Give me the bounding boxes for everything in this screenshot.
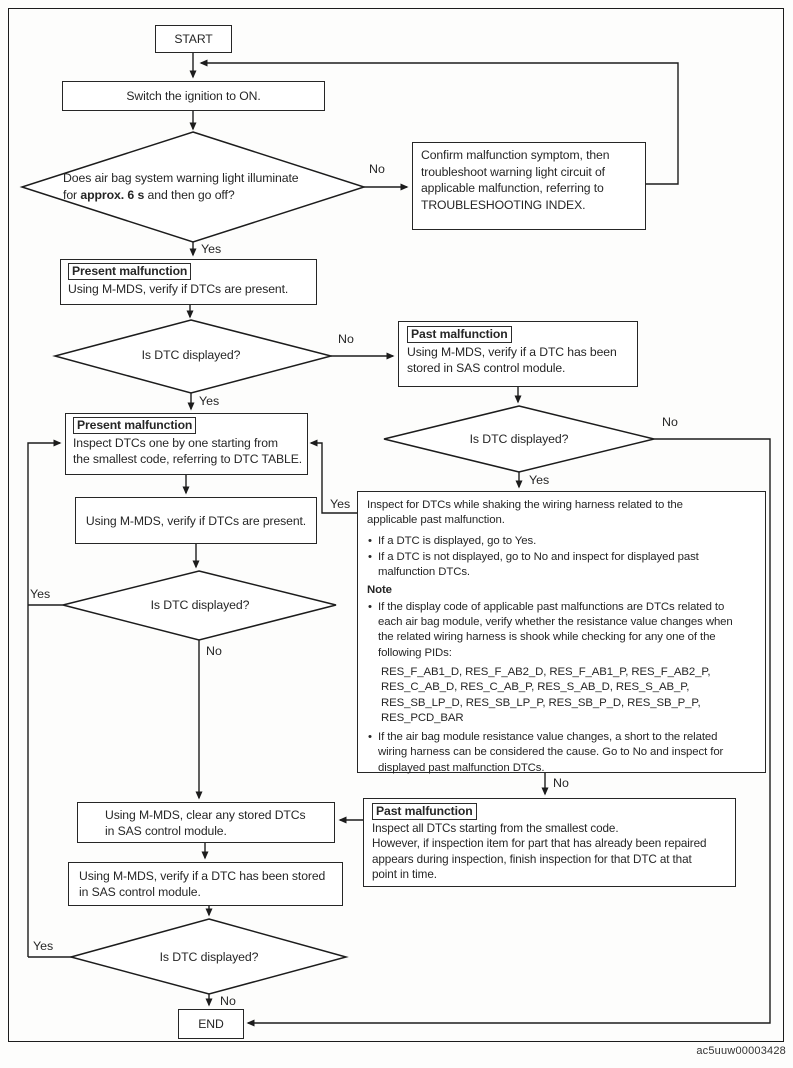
decision2-text: Is DTC displayed? (141, 348, 241, 362)
harness-note-line: If the air bag module resistance value c… (378, 731, 718, 744)
edge-label-yes: Yes (30, 587, 51, 601)
edge-confirm-feedback (199, 59, 679, 185)
warning-decision-line2: for approx. 6 s and then go off? (63, 187, 343, 204)
harness-intro-line: applicable past malfunction. (367, 514, 505, 527)
present-malfunction-verify-line: Using M-MDS, verify if DTCs are present. (68, 281, 289, 296)
edge-label-yes: Yes (199, 394, 220, 408)
warning-decision-line1: Does air bag system warning light illumi… (63, 171, 299, 185)
verify-stored-line: Using M-MDS, verify if a DTC has been st… (79, 869, 326, 883)
edge-label-yes: Yes (529, 473, 550, 487)
confirm-malfunction-node: Confirm malfunction symptom, then troubl… (412, 142, 646, 230)
past-malfunction-title: Past malfunction (372, 803, 477, 820)
harness-bullet-line: If a DTC is displayed, go to Yes. (378, 534, 537, 547)
present-malfunction-inspect-line: Inspect DTCs one by one starting from (73, 435, 278, 450)
harness-note-line: following PIDs: (378, 646, 452, 659)
verify-dtcs-present-label: Using M-MDS, verify if DTCs are present. (85, 513, 307, 528)
decision-dtc-displayed-1-diamond (52, 319, 334, 394)
pid-line: RES_PCD_BAR (381, 711, 464, 724)
decision-warning-light-diamond (19, 131, 367, 243)
harness-pid-list: RES_F_AB1_D, RES_F_AB2_D, RES_F_AB1_P, R… (381, 665, 756, 726)
past-malfunction-stored-line: Using M-MDS, verify if a DTC has been (407, 344, 617, 359)
harness-intro-line: Inspect for DTCs while shaking the wirin… (367, 499, 683, 511)
decisionR-text: Is DTC displayed? (469, 432, 569, 446)
harness-note-line: the related wiring harness is shook whil… (378, 631, 716, 644)
present-malfunction-inspect-node: Present malfunction Inspect DTCs one by … (65, 413, 308, 475)
edge-decisionR-no-to-end (246, 438, 771, 1027)
verify-dtcs-present-node: Using M-MDS, verify if DTCs are present. (75, 497, 317, 544)
start-label: START (174, 32, 213, 46)
present-malfunction-title: Present malfunction (68, 263, 192, 280)
past-malfunction-inspect-all-line: point in time. (372, 868, 437, 882)
edge-label-no: No (220, 994, 236, 1008)
harness-bullet-2: If a DTC is not displayed, go to No and … (367, 550, 756, 581)
pid-line: RES_C_AB_D, RES_C_AB_P, RES_S_AB_D, RES_… (381, 681, 690, 694)
edge-label-yes: Yes (33, 939, 54, 953)
warning-decision-line2-post: and then go off? (144, 188, 235, 202)
confirm-line: applicable malfunction, referring to (421, 181, 604, 196)
verify-stored-line: in SAS control module. (79, 885, 201, 899)
harness-intro: Inspect for DTCs while shaking the wirin… (367, 498, 756, 529)
page-border-frame (8, 8, 784, 1042)
end-label: END (198, 1017, 224, 1031)
decisionB-text: Is DTC displayed? (159, 950, 259, 964)
harness-bullet-1: If a DTC is displayed, go to Yes. (367, 534, 756, 550)
confirm-line: TROUBLESHOOTING INDEX. (421, 197, 586, 212)
edge-label-no: No (206, 644, 222, 658)
edge-harness-yes-loop (309, 439, 357, 514)
harness-note-bullet-2: If the air bag module resistance value c… (367, 730, 756, 776)
harness-note-line: each air bag module, verify whether the … (378, 616, 733, 629)
clear-dtcs-line: Using M-MDS, clear any stored DTCs (105, 808, 306, 822)
decision-dtc-displayed-bottom-diamond (68, 918, 349, 995)
present-malfunction-inspect-line: the smallest code, referring to DTC TABL… (73, 451, 303, 466)
harness-bullet-line: malfunction DTCs. (378, 566, 470, 579)
ignition-step-label: Switch the ignition to ON. (126, 89, 261, 103)
confirm-line: Confirm malfunction symptom, then (421, 148, 610, 162)
past-malfunction-inspect-all-line: However, if inspection item for part tha… (372, 837, 707, 851)
edge-label-yes: Yes (201, 242, 222, 256)
decision-dtc-displayed-right-diamond (383, 405, 655, 473)
start-node: START (155, 25, 232, 53)
harness-inspection-note-node: Inspect for DTCs while shaking the wirin… (357, 491, 766, 776)
verify-stored-node: Using M-MDS, verify if a DTC has been st… (68, 862, 343, 906)
ignition-step-node: Switch the ignition to ON. (62, 81, 325, 111)
harness-note-line: If the display code of applicable past m… (378, 600, 725, 613)
past-malfunction-inspect-all-node: Past malfunction Inspect all DTCs starti… (363, 798, 736, 887)
past-malfunction-stored-node: Past malfunction Using M-MDS, verify if … (398, 321, 638, 387)
end-node: END (178, 1009, 244, 1039)
present-malfunction-verify-node: Present malfunction Using M-MDS, verify … (60, 259, 317, 305)
present-malfunction-title: Present malfunction (73, 417, 197, 434)
figure-code: ac5uuw00003428 (696, 1045, 786, 1057)
past-malfunction-inspect-all-line: Inspect all DTCs starting from the small… (372, 821, 619, 835)
edge-label-no: No (369, 162, 385, 176)
edge-label-no: No (662, 415, 678, 429)
past-malfunction-title: Past malfunction (407, 326, 512, 343)
warning-decision-line2-pre: for (63, 188, 81, 202)
harness-bullet-line: If a DTC is not displayed, go to No and … (378, 550, 699, 563)
clear-dtcs-node: Using M-MDS, clear any stored DTCs in SA… (77, 802, 335, 843)
pid-line: RES_F_AB1_D, RES_F_AB2_D, RES_F_AB1_P, R… (381, 665, 711, 678)
pid-line: RES_SB_LP_D, RES_SB_LP_P, RES_SB_P_D, RE… (381, 696, 701, 709)
harness-note-title: Note (367, 584, 392, 597)
harness-note-bullet-1: If the display code of applicable past m… (367, 600, 756, 661)
harness-note-line: wiring harness can be considered the cau… (378, 746, 724, 759)
warning-decision-text: Does air bag system warning light illumi… (63, 170, 343, 204)
warning-decision-line2-bold: approx. 6 s (80, 188, 145, 202)
edge-label-no: No (338, 332, 354, 346)
past-malfunction-inspect-all-line: appears during inspection, finish inspec… (372, 852, 692, 866)
clear-dtcs-line: in SAS control module. (105, 824, 227, 838)
decision3-text: Is DTC displayed? (150, 598, 250, 612)
edge-label-no: No (553, 776, 569, 790)
confirm-line: troubleshoot warning light circuit of (421, 164, 605, 179)
edge-left-yes-loop (27, 439, 62, 957)
decision-dtc-displayed-2-diamond (62, 570, 337, 641)
past-malfunction-stored-line: stored in SAS control module. (407, 360, 566, 375)
harness-note-line: displayed past malfunction DTCs. (378, 761, 545, 774)
edge-label-yes: Yes (330, 497, 351, 511)
